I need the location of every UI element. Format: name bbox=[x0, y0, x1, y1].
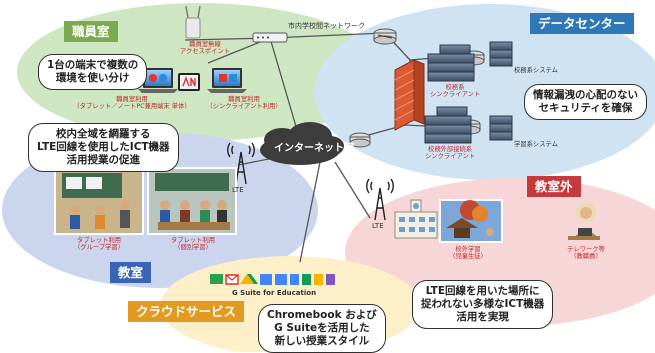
outside-lte-callout: LTE回線を用いた場所に捉われない多様なICT機器活用を実現 bbox=[412, 280, 554, 329]
lte-right-label: LTE bbox=[372, 222, 384, 230]
datacenter-security-callout: 情報漏洩の心配のないセキュリティを確保 bbox=[524, 84, 647, 120]
wireless-ap-label: 職員室無線アクセスポイント bbox=[180, 41, 231, 56]
router-icon bbox=[349, 132, 371, 148]
tablet-icon bbox=[178, 73, 200, 91]
school-affairs-system-server-icon bbox=[489, 41, 513, 67]
group-learning-label: タブレット利用（グループ学習） bbox=[74, 237, 124, 252]
laptop-icon bbox=[138, 68, 178, 93]
group-learning-photo bbox=[54, 167, 144, 235]
wireless-ap-icon bbox=[185, 5, 201, 39]
individual-learning-photo bbox=[147, 167, 237, 235]
individual-learning-label: タブレット利用（個別学習） bbox=[170, 237, 216, 252]
datacenter-tag: データセンター bbox=[530, 13, 634, 34]
telework-illustration bbox=[568, 202, 600, 240]
firewall-icon bbox=[394, 59, 425, 131]
staff-room-callout: 1台の端末で複数の環境を使い分け bbox=[38, 54, 148, 90]
internet-cloud-icon bbox=[260, 122, 344, 165]
telework-label: テレワーク等（教職員） bbox=[567, 246, 605, 261]
school-affairs-system-label: 校務系システム bbox=[514, 67, 558, 74]
learning-system-label: 学習系システム bbox=[514, 141, 558, 148]
school-affairs-client-label: 校務系シンクライアント bbox=[430, 84, 481, 99]
lte-left-label: LTE bbox=[232, 186, 244, 194]
network-switch-icon bbox=[252, 32, 288, 43]
city-network-label: 市内学校間ネットワーク bbox=[288, 22, 365, 30]
thin-client-server-icon bbox=[427, 44, 475, 82]
field-trip-label: 校外学習（児童生徒） bbox=[449, 246, 487, 261]
internet-label: インターネット網 bbox=[274, 143, 354, 154]
outside-classroom-tag: 教室外 bbox=[527, 176, 581, 197]
lte-tower-icon bbox=[227, 142, 255, 185]
school-building-icon bbox=[394, 199, 438, 239]
cloud-service-tag: クラウドサービス bbox=[128, 301, 245, 322]
classroom-tag: 教室 bbox=[110, 262, 152, 283]
router-icon bbox=[373, 28, 397, 45]
external-client-server-icon bbox=[424, 106, 472, 144]
gsuite-app-icons bbox=[210, 274, 335, 285]
external-client-label: 校務外部接続系シンクライアント bbox=[425, 146, 476, 161]
staff-standalone-label: 職員室利用（タブレット／ノートPC兼用端末 単体） bbox=[73, 96, 191, 111]
gsuite-label: G Suite for Education bbox=[232, 289, 317, 297]
field-trip-photo bbox=[439, 199, 503, 243]
staff-room-tag: 職員室 bbox=[64, 21, 118, 42]
laptop-icon bbox=[207, 68, 247, 93]
lte-tower-icon bbox=[366, 178, 394, 221]
learning-system-server-icon bbox=[489, 115, 513, 141]
staff-thin-client-label: 職員室利用（シンクライアント利用） bbox=[206, 96, 282, 111]
